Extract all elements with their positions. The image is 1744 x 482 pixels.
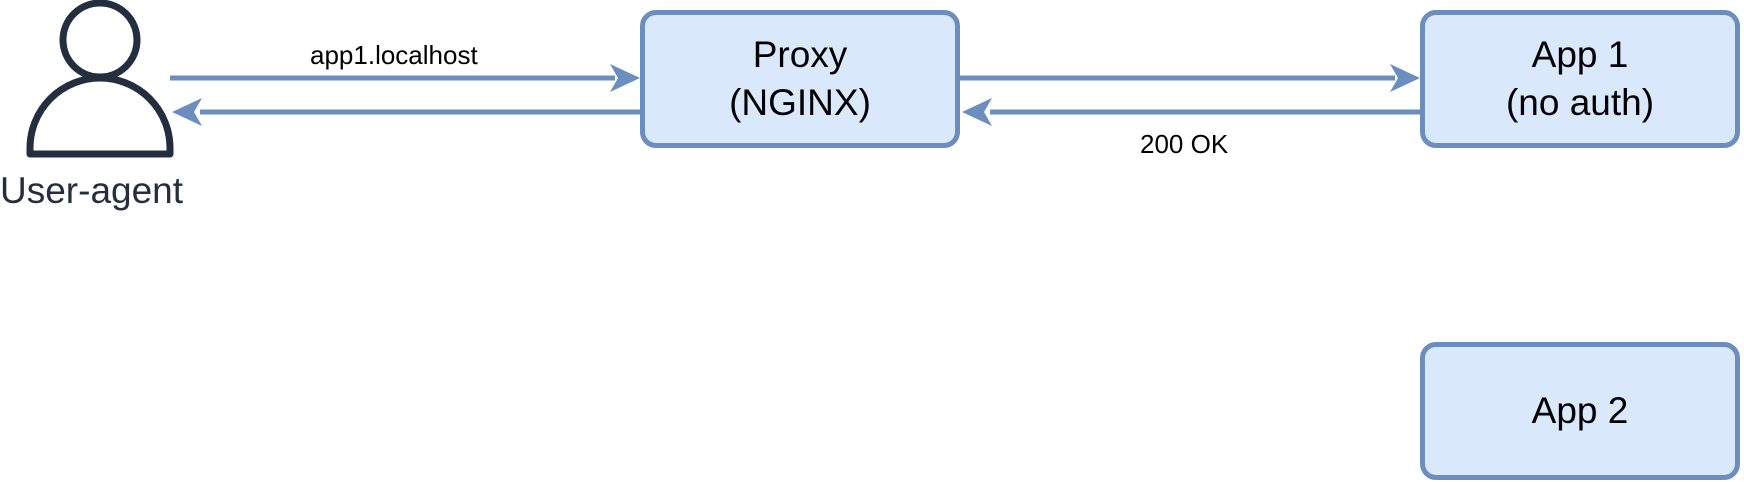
proxy-subtitle: (NGINX)	[729, 82, 871, 123]
app1-node: App 1 (no auth)	[1420, 10, 1740, 148]
response-status-label: 200 OK	[1140, 129, 1229, 159]
app2-title: App 2	[1531, 390, 1629, 431]
response-arrowhead-proxy	[962, 98, 992, 126]
user-icon	[26, 0, 174, 158]
response-arrowhead-user	[172, 98, 202, 126]
request-arrowhead-proxy	[610, 64, 640, 92]
request-host-label: app1.localhost	[310, 40, 478, 70]
app2-node: App 2	[1420, 342, 1740, 480]
app1-subtitle: (no auth)	[1505, 82, 1655, 123]
proxy-title: Proxy	[752, 34, 848, 75]
request-arrowhead-app1	[1390, 64, 1420, 92]
app1-title: App 1	[1531, 34, 1629, 75]
user-agent-label: User-agent	[0, 170, 184, 211]
proxy-node: Proxy (NGINX)	[640, 10, 960, 148]
